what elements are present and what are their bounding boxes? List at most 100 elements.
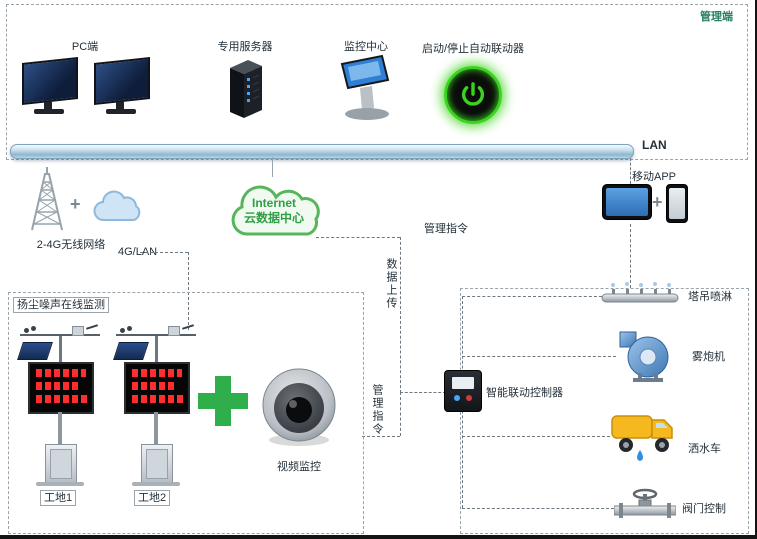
monitor-base [106, 109, 136, 114]
site2-label: 工地2 [134, 490, 171, 506]
site-zone-label: 扬尘噪声在线监测 [13, 297, 109, 313]
wireless-label: 2-4G无线网络 [36, 239, 106, 251]
led-row [36, 382, 80, 390]
server-icon [230, 60, 262, 118]
station-base [132, 482, 180, 486]
anemometer-icon [127, 326, 132, 331]
line-data-upload [400, 237, 401, 393]
station-pole [58, 412, 62, 446]
anemometer-icon [120, 328, 125, 333]
monitor-screen [94, 57, 150, 105]
led-display [124, 362, 190, 414]
plus-icon [198, 376, 248, 426]
pc-monitor-icon [92, 57, 152, 116]
controller-label: 智能联动控制器 [486, 387, 563, 399]
monitor-base [34, 109, 64, 114]
site-zone [8, 292, 364, 534]
monitoring-station-1 [16, 320, 106, 486]
line-lan-tablet [630, 158, 631, 184]
auto-linkage-label: 启动/停止自动联动器 [421, 43, 525, 55]
monitor-center-label: 监控中心 [344, 41, 388, 53]
cabinet-door [146, 449, 168, 479]
plus-sign: + [652, 192, 663, 212]
valve-icon [614, 488, 676, 518]
monitor-neck [44, 102, 52, 110]
tablet-screen [606, 188, 648, 216]
cloud-line2: 云数据中心 [243, 211, 304, 225]
cloud-line1: Internet [251, 196, 296, 210]
anemometer-icon [31, 326, 36, 331]
link4g-label: 4G/LAN [118, 246, 158, 258]
linkage-zone [460, 288, 749, 534]
station-mast [155, 336, 158, 362]
fog-cannon-icon [619, 331, 669, 382]
internet-cloud-text: Internet 云数据中心 [232, 196, 316, 226]
monitoring-station-2 [112, 320, 202, 486]
monitor-screen [22, 57, 78, 105]
wind-vane-icon [85, 324, 99, 330]
wireless-cloud-icon [93, 190, 141, 222]
sensor-arm [20, 334, 100, 336]
line-cmd-down [400, 392, 401, 436]
water-truck-label: 洒水车 [688, 443, 721, 455]
line-to-fog [462, 356, 616, 357]
fog-cannon-label: 雾炮机 [692, 351, 725, 363]
plus-vertical [215, 376, 231, 426]
site1-label: 工地1 [40, 490, 77, 506]
dome-camera-icon [262, 368, 336, 446]
signal-tower-icon [31, 167, 63, 231]
data-upload-label: 数据上传 [385, 258, 397, 310]
station-pole [154, 412, 158, 446]
anemometer-icon [24, 328, 29, 333]
led-display [28, 362, 94, 414]
management-zone-label: 管理端 [700, 11, 733, 23]
solar-panel-icon [17, 342, 53, 360]
lan-label: LAN [642, 138, 667, 152]
line-4g-h [140, 252, 188, 253]
solar-panel-icon [113, 342, 149, 360]
phone-screen [669, 188, 685, 219]
kiosk-icon [340, 54, 390, 120]
led-row [132, 382, 176, 390]
station-mast [59, 336, 62, 362]
phone-icon [666, 184, 688, 223]
water-truck-icon [611, 415, 673, 461]
led-row [36, 369, 86, 377]
line-cmd-site [362, 436, 400, 437]
sensor-box [168, 326, 180, 336]
tablet-icon [602, 184, 652, 220]
valve-label: 阀门控制 [682, 503, 726, 515]
lan-bus [10, 144, 634, 159]
power-glyph-icon [461, 82, 485, 106]
line-to-controller [400, 392, 446, 393]
server-label: 专用服务器 [217, 41, 273, 53]
line-to-truck [462, 436, 610, 437]
controller-icon [444, 370, 482, 412]
spray-pipe-icon [601, 282, 679, 303]
line-to-valve [462, 508, 614, 509]
power-button-icon [444, 66, 502, 124]
led-row [132, 395, 185, 403]
controller-button [466, 395, 472, 401]
cmd-top-label: 管理指令 [424, 223, 468, 235]
mobile-app-label: 移动APP [631, 171, 676, 183]
line-cloud-right [316, 237, 400, 238]
led-row [132, 369, 182, 377]
station-base [36, 482, 84, 486]
spray-label: 塔吊喷淋 [688, 291, 732, 303]
pc-monitor-icon [20, 57, 80, 116]
line-tablet-down [630, 224, 631, 288]
plus-sign: + [70, 194, 81, 214]
cabinet-door [50, 449, 72, 479]
sensor-arm [116, 334, 196, 336]
line-lan-cloud [272, 157, 273, 177]
led-row [36, 395, 89, 403]
line-to-spray [462, 296, 602, 297]
wind-vane-icon [181, 324, 195, 330]
sensor-box [72, 326, 84, 336]
management-zone [6, 4, 748, 160]
pc-label: PC端 [71, 41, 99, 53]
monitor-neck [116, 102, 124, 110]
cmd-mid-label: 管理指令 [371, 384, 383, 436]
